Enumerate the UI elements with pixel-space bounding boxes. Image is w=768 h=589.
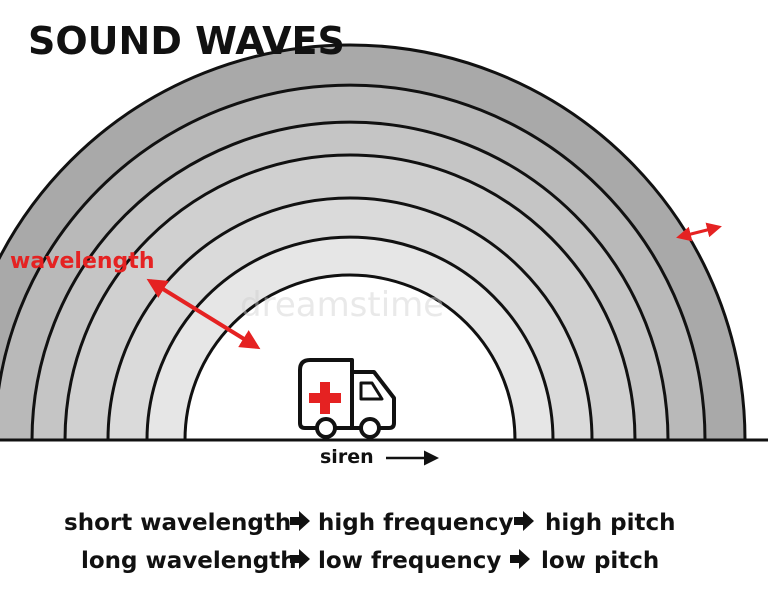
right-arrow-icon bbox=[290, 511, 310, 531]
page-title: SOUND WAVES bbox=[28, 19, 345, 63]
relation-2-pitch: low pitch bbox=[541, 548, 659, 574]
relation-1-wavelength: short wavelength bbox=[64, 510, 291, 536]
right-arrow-icon bbox=[510, 549, 530, 569]
relation-1-pitch: high pitch bbox=[545, 510, 675, 536]
relation-2-wavelength: long wavelength bbox=[81, 548, 297, 574]
relation-2-frequency: low frequency bbox=[318, 548, 501, 574]
ambulance-icon bbox=[298, 358, 396, 439]
wavelength-arrow bbox=[146, 278, 261, 350]
watermark-text: dreamstime bbox=[240, 285, 444, 325]
wave-ring-7 bbox=[183, 273, 517, 442]
relation-line-1: short wavelength high frequency high pit… bbox=[64, 510, 675, 536]
right-arrow-icon bbox=[514, 511, 534, 531]
relation-line-2: long wavelength low frequency low pitch bbox=[81, 548, 659, 574]
wavelength-label: wavelength bbox=[10, 249, 154, 274]
relation-1-frequency: high frequency bbox=[318, 510, 514, 536]
short-wavelength-arrow bbox=[676, 222, 722, 242]
right-arrow-icon bbox=[290, 549, 310, 569]
siren-label: siren bbox=[320, 446, 374, 468]
